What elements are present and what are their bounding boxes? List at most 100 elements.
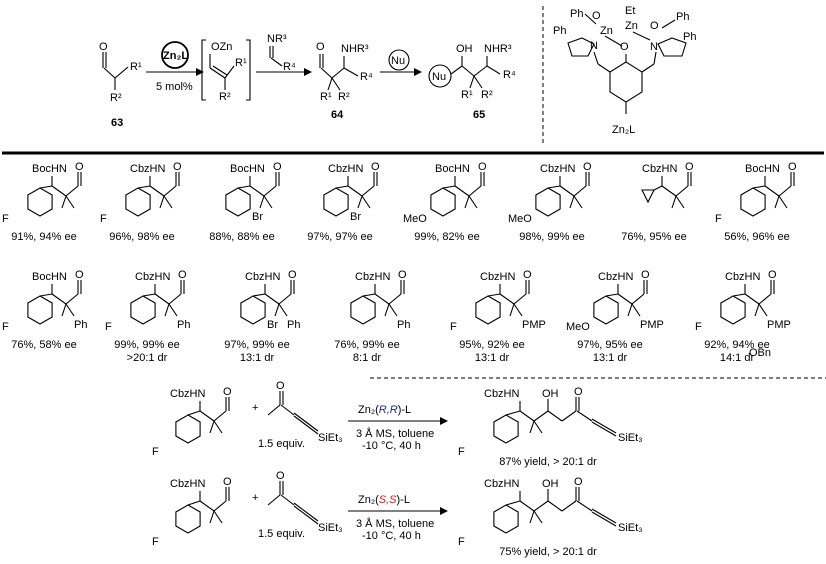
substituent-label: Br (350, 211, 361, 223)
nu-label: Nu (432, 71, 446, 83)
label-o: O (574, 476, 583, 488)
protecting-group-label: CbzHN (480, 271, 516, 283)
yield-ee-caption: 98%, 99% ee (519, 231, 584, 243)
compound-64-label: 64 (331, 109, 344, 121)
dr-caption: 14:1 dr (720, 352, 755, 364)
substituent-label: Br (252, 211, 263, 223)
label-o: O (650, 20, 659, 32)
nu-arrow: Nu (380, 49, 422, 76)
yield-ee-caption: 91%, 94% ee (11, 231, 76, 243)
plus-sign: + (252, 402, 258, 414)
label-o: O (178, 269, 187, 281)
label-o: O (592, 10, 601, 22)
label-r2: R² (481, 89, 493, 101)
label-o: O (523, 269, 532, 281)
silyl-label: SiEt₃ (318, 432, 343, 444)
label-n: N (590, 40, 598, 52)
label-r2: R² (110, 92, 122, 104)
substituent-label: F (458, 446, 465, 458)
catalyst-circle-label: Zn₂L (163, 50, 188, 62)
substituent-label: F (2, 321, 9, 333)
label-r1: R¹ (320, 91, 332, 103)
label-r2: R² (219, 91, 231, 103)
dr-caption: 8:1 dr (353, 352, 381, 364)
catalyst-label: Zn₂(R,R)-L (358, 404, 411, 416)
substituent-label: F (105, 321, 112, 333)
catalyst-arrow: Zn₂L 5 mol% (146, 41, 204, 93)
label-o: O (574, 386, 583, 398)
substituent-label: F (100, 213, 107, 225)
protecting-group-label: CbzHN (130, 163, 166, 175)
silyl-label: SiEt₃ (318, 522, 343, 534)
substituent-label: F (2, 213, 9, 225)
yield-ee-caption: 88%, 88% ee (209, 231, 274, 243)
label-o: O (685, 161, 694, 173)
top-scheme: O R¹ R² 63 Zn₂L 5 mol% OZn R¹ (99, 5, 696, 146)
yield-ee-caption: 95%, 92% ee (459, 339, 524, 351)
label-r4: R⁴ (283, 61, 296, 73)
protecting-group-label: BocHN (745, 163, 780, 175)
dr-caption: >20:1 dr (127, 352, 168, 364)
protecting-group-label: CbzHN (170, 388, 206, 400)
alpha-substituent-label: Ph (177, 319, 190, 331)
label-oh: OH (542, 478, 559, 490)
protecting-group-label: CbzHN (135, 271, 171, 283)
label-r2: R² (338, 91, 350, 103)
alpha-substituent-label: Ph (397, 319, 410, 331)
substituent-label: MeO (508, 213, 532, 225)
label-r1: R¹ (461, 89, 473, 101)
enolate-intermediate: OZn R¹ R² (201, 39, 251, 103)
conditions-line2: -10 °C, 40 h (362, 440, 421, 452)
product-65: Nu OH NHR³ R⁴ R¹ R² 65 (428, 43, 516, 121)
alpha-substituent-label: PMP (522, 319, 546, 331)
yield-ee-caption: 96%, 98% ee (109, 231, 174, 243)
substituent-label: MeO (403, 213, 427, 225)
label-r4: R⁴ (503, 69, 516, 81)
label-o: O (273, 161, 282, 173)
protecting-group-label: BocHN (32, 271, 67, 283)
protecting-group-label: CbzHN (245, 271, 281, 283)
label-o: O (276, 470, 285, 482)
conditions-line2: -10 °C, 40 h (362, 530, 421, 542)
label-nhr3: NHR³ (341, 43, 369, 55)
label-o: O (641, 269, 650, 281)
label-o: O (276, 380, 285, 392)
label-o: O (75, 269, 84, 281)
label-oh: OH (542, 388, 559, 400)
protecting-group-label: CbzHN (484, 478, 520, 490)
dr-caption: 13:1 dr (475, 352, 510, 364)
label-o: O (223, 386, 232, 398)
label-oh: OH (456, 43, 473, 55)
prophenol-ligand: Ph Ph O Zn Et Zn O Ph Ph O N N (553, 5, 696, 136)
yield-ee-caption: 76%, 58% ee (11, 339, 76, 351)
label-o: O (398, 269, 407, 281)
nu-label: Nu (391, 55, 405, 67)
product-64: O NHR³ R⁴ R¹ R² 64 (316, 41, 373, 121)
label-o: O (371, 161, 380, 173)
substituent-label: MeO (566, 321, 590, 333)
protecting-group-label: CbzHN (484, 388, 520, 400)
label-ph: Ph (683, 31, 696, 43)
conditions-line1: 3 Å MS, toluene (356, 427, 434, 440)
yield-ee-caption: 76%, 95% ee (621, 231, 686, 243)
enolate-label: OZn (211, 41, 232, 53)
substituent-label: F (458, 536, 465, 548)
alpha-substituent-label: PMP (767, 319, 791, 331)
imine: NR³ R⁴ (256, 33, 312, 76)
label-o: O (223, 476, 232, 488)
alpha-substituent-label: PMP (640, 319, 664, 331)
label-o: O (620, 41, 629, 53)
